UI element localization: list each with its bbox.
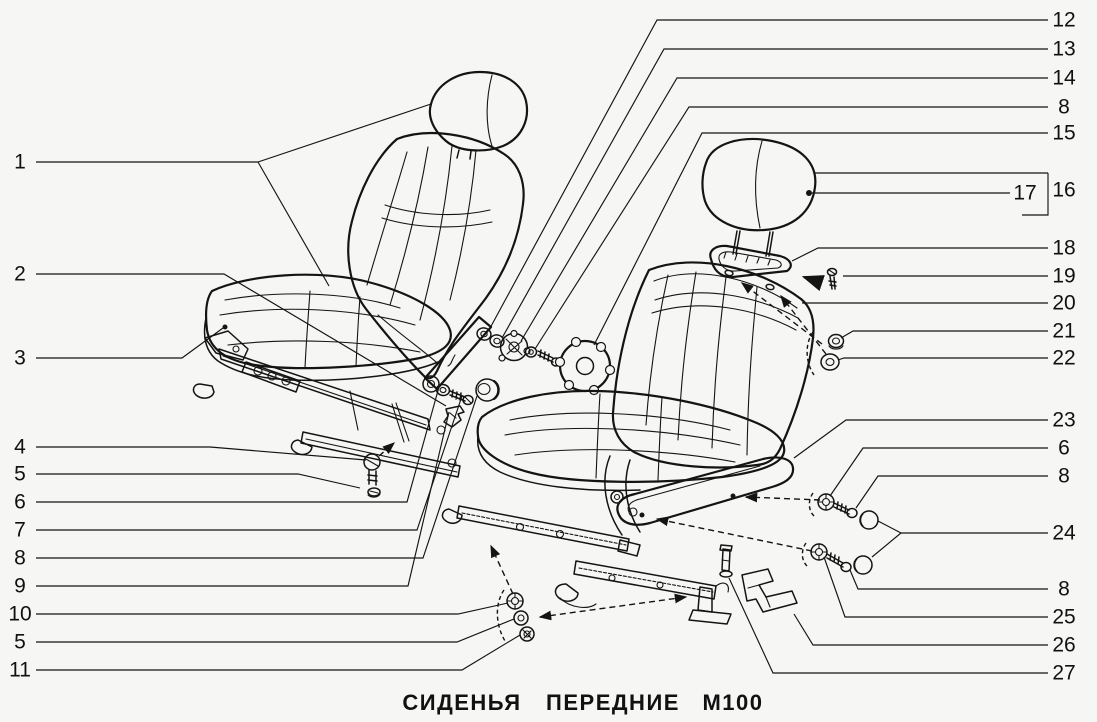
side-valance-23 bbox=[616, 456, 795, 526]
callout-15: 15 bbox=[1052, 122, 1075, 145]
callout-5b: 5 bbox=[14, 631, 26, 654]
floor-grommets bbox=[496, 589, 535, 642]
caption-word-2: ПЕРЕДНИЕ bbox=[546, 690, 680, 715]
recliner-hardware bbox=[435, 327, 616, 428]
callout-5: 5 bbox=[14, 463, 26, 486]
callout-8-lower: 8 bbox=[1058, 578, 1070, 601]
callout-24: 24 bbox=[1052, 522, 1076, 545]
left-headrest bbox=[428, 70, 529, 160]
callout-9: 9 bbox=[14, 575, 26, 598]
callout-14: 14 bbox=[1052, 67, 1076, 90]
callout-7: 7 bbox=[14, 519, 26, 542]
right-seat-drawing bbox=[441, 137, 817, 625]
callout-23: 23 bbox=[1052, 409, 1075, 432]
callout-1: 1 bbox=[14, 151, 26, 174]
valance-upper-fasteners bbox=[808, 492, 879, 530]
callout-17: 17 bbox=[1013, 182, 1036, 205]
right-seat-rails bbox=[441, 455, 732, 625]
callout-21: 21 bbox=[1052, 320, 1075, 343]
callout-6-valance: 6 bbox=[1058, 437, 1070, 460]
pivot-bolt bbox=[449, 389, 474, 406]
right-cushion bbox=[476, 389, 786, 492]
right-backrest bbox=[611, 261, 815, 469]
callout-11: 11 bbox=[9, 659, 31, 682]
callout-3: 3 bbox=[14, 347, 26, 370]
left-backrest bbox=[347, 132, 525, 380]
support-knob bbox=[475, 378, 500, 402]
left-seat-rails bbox=[192, 330, 461, 478]
callout-25: 25 bbox=[1052, 606, 1075, 629]
left-seat-drawing bbox=[192, 70, 529, 498]
callout-26: 26 bbox=[1052, 634, 1075, 657]
rail-bolt-and-nut bbox=[363, 453, 381, 498]
step-bracket-26 bbox=[741, 568, 798, 613]
callout-8: 8 bbox=[14, 547, 26, 570]
callout-18: 18 bbox=[1052, 237, 1075, 260]
callout-27: 27 bbox=[1052, 662, 1075, 685]
assembly-arrows bbox=[378, 275, 827, 621]
washer-13 bbox=[489, 334, 505, 348]
trim-screw-19 bbox=[826, 267, 838, 290]
callout-19: 19 bbox=[1052, 265, 1075, 288]
leader-lines bbox=[36, 19, 1049, 674]
handwheel-15 bbox=[554, 336, 616, 396]
clamp-bracket bbox=[443, 405, 465, 428]
nut-8 bbox=[524, 346, 538, 358]
callout-10: 10 bbox=[8, 603, 31, 626]
hinge-pin-27 bbox=[719, 544, 733, 578]
right-headrest bbox=[701, 137, 817, 257]
callout-12: 12 bbox=[1052, 9, 1075, 32]
washer-12 bbox=[476, 327, 492, 341]
callout-8-recliner: 8 bbox=[1058, 96, 1070, 119]
callout-4: 4 bbox=[14, 436, 26, 459]
callout-13: 13 bbox=[1052, 38, 1075, 61]
valance-lower-fasteners bbox=[801, 542, 873, 575]
headrest-guide-trim-18 bbox=[709, 244, 792, 279]
caption-word-1: СИДЕНЬЯ bbox=[402, 690, 521, 715]
callout-2: 2 bbox=[14, 263, 26, 286]
callout-16: 16 bbox=[1052, 179, 1075, 202]
caption-word-3: М100 bbox=[702, 690, 763, 715]
callout-22: 22 bbox=[1052, 347, 1075, 370]
callout-6: 6 bbox=[14, 491, 26, 514]
callout-20: 20 bbox=[1052, 292, 1075, 315]
callout-8-valance: 8 bbox=[1058, 465, 1070, 488]
callout-numbers: 1 2 3 4 5 6 7 8 9 10 5 11 12 13 14 8 15 … bbox=[8, 9, 1076, 685]
diagram-caption: СИДЕНЬЯ ПЕРЕДНИЕ М100 bbox=[402, 690, 763, 715]
